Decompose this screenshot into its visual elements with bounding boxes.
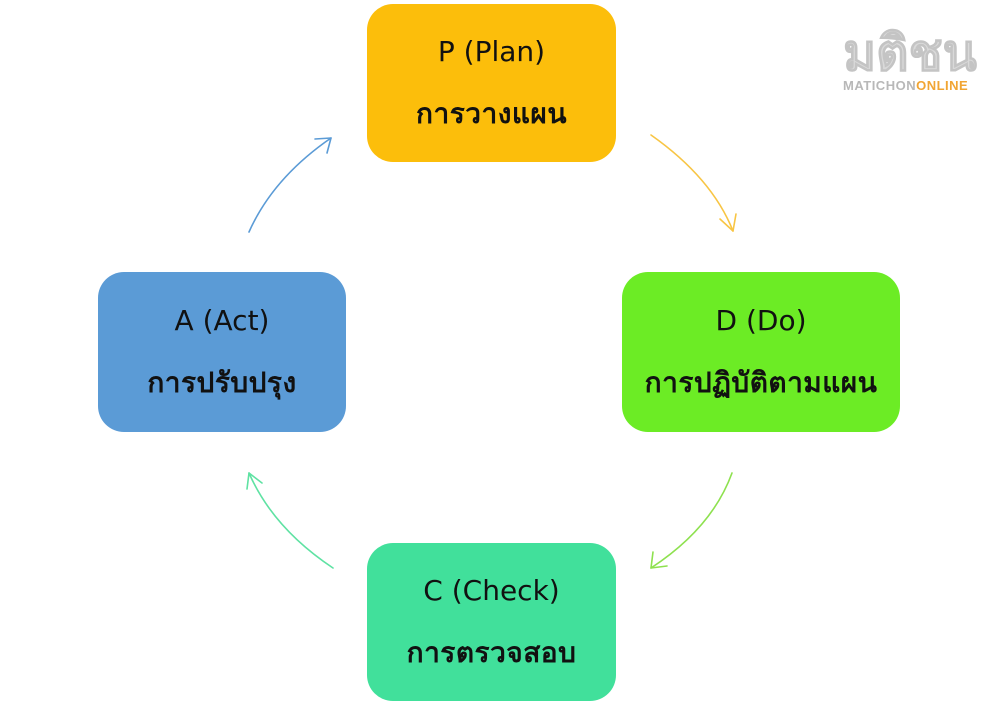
plan-box: P (Plan) การวางแผน xyxy=(367,4,616,162)
do-label: การปฏิบัติตามแผน xyxy=(644,366,878,399)
matichon-wordmark: มติชน xyxy=(843,24,978,79)
do-code: D (Do) xyxy=(715,304,807,337)
svg-text:มติชน: มติชน xyxy=(843,24,977,78)
do-box: D (Do) การปฏิบัติตามแผน xyxy=(622,272,900,432)
matichon-online-label: MATICHONONLINE xyxy=(843,78,968,93)
act-label: การปรับปรุง xyxy=(147,366,297,399)
check-label: การตรวจสอบ xyxy=(406,636,577,669)
matichon-text: MATICHON xyxy=(843,78,917,93)
online-text: ONLINE xyxy=(916,78,969,93)
act-code: A (Act) xyxy=(174,304,270,337)
arrow-do-to-check xyxy=(650,472,733,569)
arrow-plan-to-do xyxy=(650,134,737,232)
check-code: C (Check) xyxy=(423,574,560,607)
act-box: A (Act) การปรับปรุง xyxy=(98,272,346,432)
check-box: C (Check) การตรวจสอบ xyxy=(367,543,616,701)
matichon-logo: มติชน MATICHONONLINE xyxy=(838,20,983,98)
arrow-check-to-act xyxy=(246,472,334,569)
plan-label: การวางแผน xyxy=(416,97,567,130)
plan-code: P (Plan) xyxy=(437,35,546,68)
arrow-act-to-plan xyxy=(248,137,332,233)
